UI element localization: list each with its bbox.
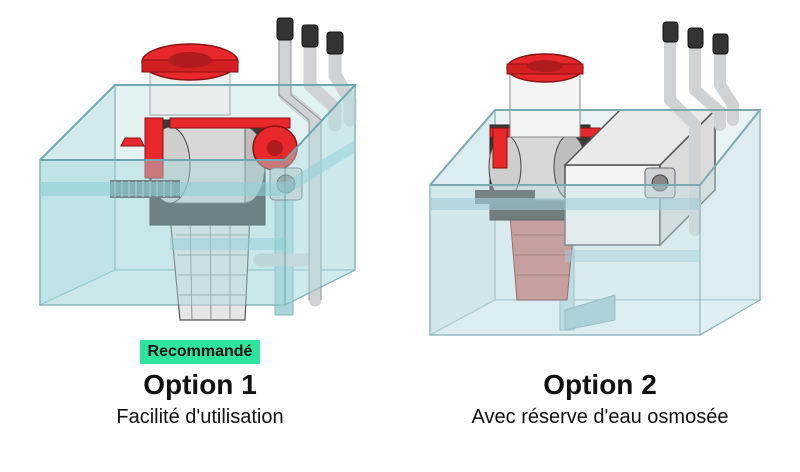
red-bracket-left — [144, 117, 164, 179]
recommended-badge: Recommandé — [139, 340, 261, 364]
water-band-middle — [170, 238, 285, 250]
option-1-title: Option 1 — [143, 369, 257, 400]
red-bar — [169, 117, 291, 129]
valve-heads — [276, 17, 344, 55]
water-band-front — [40, 182, 285, 196]
badge-spacer — [420, 340, 780, 364]
pipe-assembly — [253, 33, 357, 307]
water-band-middle — [565, 250, 700, 262]
pipe-assembly — [664, 34, 739, 236]
small-red-cap — [120, 137, 145, 147]
tank-front-glass — [39, 159, 286, 306]
sump-illustration-option-1 — [39, 17, 358, 321]
red-bracket — [492, 127, 508, 169]
tank-baffle-2 — [564, 294, 616, 331]
option-1-caption: Recommandé Option 1 Facilité d'utilisati… — [40, 340, 360, 430]
option-1-subtitle: Facilité d'utilisation — [116, 406, 284, 428]
valve-heads — [662, 21, 729, 55]
water-band-front — [430, 198, 700, 210]
water-band-right — [285, 140, 355, 196]
sump-illustration-option-2 — [429, 21, 763, 337]
option-2-subtitle: Avec réserve d'eau osmosée — [471, 406, 729, 428]
option-2-title: Option 2 — [543, 369, 657, 400]
reactor-body — [509, 71, 581, 138]
option-2-caption: Option 2 Avec réserve d'eau osmosée — [420, 340, 780, 430]
